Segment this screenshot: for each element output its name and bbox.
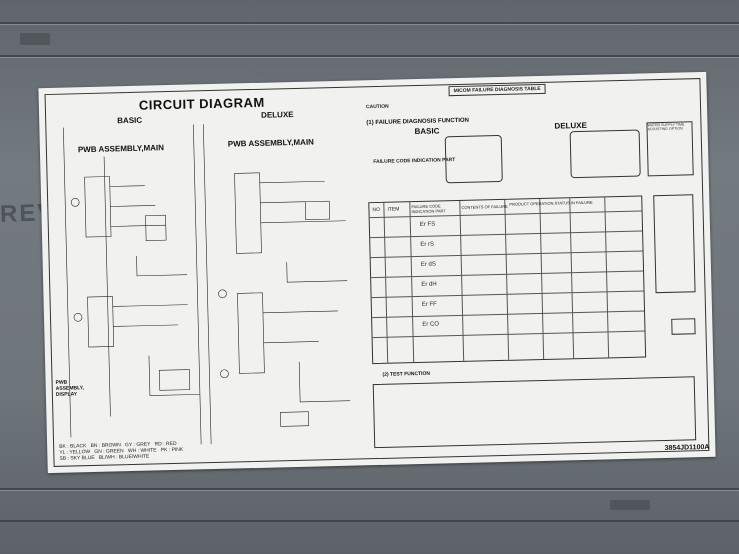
wiring-diagram <box>63 124 351 445</box>
failure-table: NO ITEM FAILURE CODE INDICATION PART CON… <box>368 195 647 365</box>
motor-symbol <box>220 369 229 379</box>
legend-entry: SB : SKY BLUE <box>59 454 95 462</box>
water-supply-table <box>653 194 696 294</box>
motor-symbol <box>218 289 227 299</box>
test-function-label: (2) TEST FUNCTION <box>382 370 431 378</box>
diagram-title: CIRCUIT DIAGRAM <box>138 94 265 113</box>
failure-code: Er FF <box>421 301 437 308</box>
table-header-cell: ITEM <box>387 206 400 213</box>
diagram-wire <box>109 185 188 327</box>
panel-seam <box>0 488 739 490</box>
deluxe-control-panel <box>569 129 641 179</box>
panel-seam <box>0 55 739 57</box>
table-header-cell: NO <box>372 206 381 214</box>
panel-seam-highlight <box>0 24 739 25</box>
diagnosis-section: MICOM FAILURE DIAGNOSIS TABLE CAUTION (1… <box>363 76 702 454</box>
caution-label: CAUTION <box>365 103 389 111</box>
connector-block <box>84 176 112 238</box>
connector-block <box>237 292 265 374</box>
panel-seam <box>0 22 739 24</box>
connector-block <box>87 296 115 348</box>
failure-code: Er rS <box>420 241 435 248</box>
water-supply-option-box: WATER SUPPLY TIME ADJUSTING OPTION <box>646 121 694 177</box>
legend-entry: BL/WH : BLUE/WHITE <box>98 453 150 461</box>
table-header-cell: PRODUCT OPERATION STATUS IN FAILURE <box>509 199 593 207</box>
diagram-wire <box>103 156 111 417</box>
failure-code: Er CO <box>422 321 440 328</box>
micom-table-title: MICOM FAILURE DIAGNOSIS TABLE <box>448 83 546 97</box>
indication-part-label: FAILURE CODE INDICATION PART <box>373 157 456 166</box>
table-header-cell: CONTENTS OF FAILURE <box>461 203 508 210</box>
part-code: 3854JD1100A <box>664 443 710 453</box>
diagram-wire <box>203 124 212 445</box>
motor-symbol <box>73 313 83 322</box>
panel-seam-highlight <box>0 57 739 58</box>
wire-color-legend: BK : BLACK BN : BROWN GY : GREY RD : RED… <box>59 441 183 462</box>
panel-dent <box>20 33 50 45</box>
failure-code: Er FS <box>419 221 436 228</box>
circuit-diagram-sticker: CIRCUIT DIAGRAM BASIC DELUXE PWB ASSEMBL… <box>38 71 716 474</box>
heater-component <box>304 200 330 221</box>
failure-code: Er dH <box>421 281 437 288</box>
connector-block <box>234 172 262 254</box>
water-supply-label: WATER SUPPLY TIME ADJUSTING OPTION <box>647 122 685 132</box>
panel-seam <box>0 520 739 522</box>
relay-component <box>145 214 167 241</box>
diagram-wire <box>63 127 72 438</box>
diagram-wire <box>136 255 351 403</box>
legend-entry: PK : PINK <box>160 446 184 454</box>
failure-diagnosis-label: (1) FAILURE DIAGNOSIS FUNCTION <box>366 117 470 127</box>
table-header-cell: FAILURE CODE INDICATION PART <box>411 203 446 215</box>
test-function-table <box>372 376 697 449</box>
motor-symbol <box>70 198 80 207</box>
diagram-wire <box>259 180 346 344</box>
section-basic-right: BASIC <box>414 126 440 137</box>
capacitor-component <box>159 369 191 391</box>
section-deluxe-right: DELUXE <box>554 120 588 131</box>
fan-motor-component <box>280 411 310 427</box>
basic-control-panel <box>444 134 503 184</box>
panel-seam-highlight <box>0 490 739 491</box>
dip-switch <box>671 318 696 335</box>
failure-code: Er dS <box>420 261 436 268</box>
diagram-wire <box>193 124 202 445</box>
panel-dent <box>610 500 650 510</box>
